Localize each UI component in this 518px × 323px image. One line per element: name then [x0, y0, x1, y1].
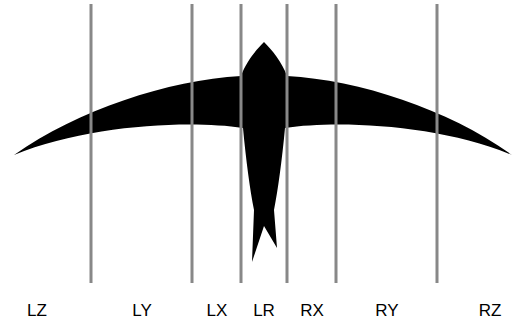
zone-divider [436, 4, 439, 283]
zone-divider [286, 4, 289, 283]
zone-label: LX [207, 302, 228, 319]
zone-label: RY [375, 302, 398, 319]
zone-divider [90, 4, 93, 283]
zone-label: LY [132, 302, 152, 319]
zone-dividers [91, 4, 437, 283]
zone-label: RX [300, 302, 324, 319]
zone-label: RZ [479, 302, 502, 319]
zone-label: LR [253, 302, 275, 319]
zone-label: LZ [27, 302, 47, 319]
zone-divider [335, 4, 338, 283]
zone-divider [191, 4, 194, 283]
zone-divider [240, 4, 243, 283]
